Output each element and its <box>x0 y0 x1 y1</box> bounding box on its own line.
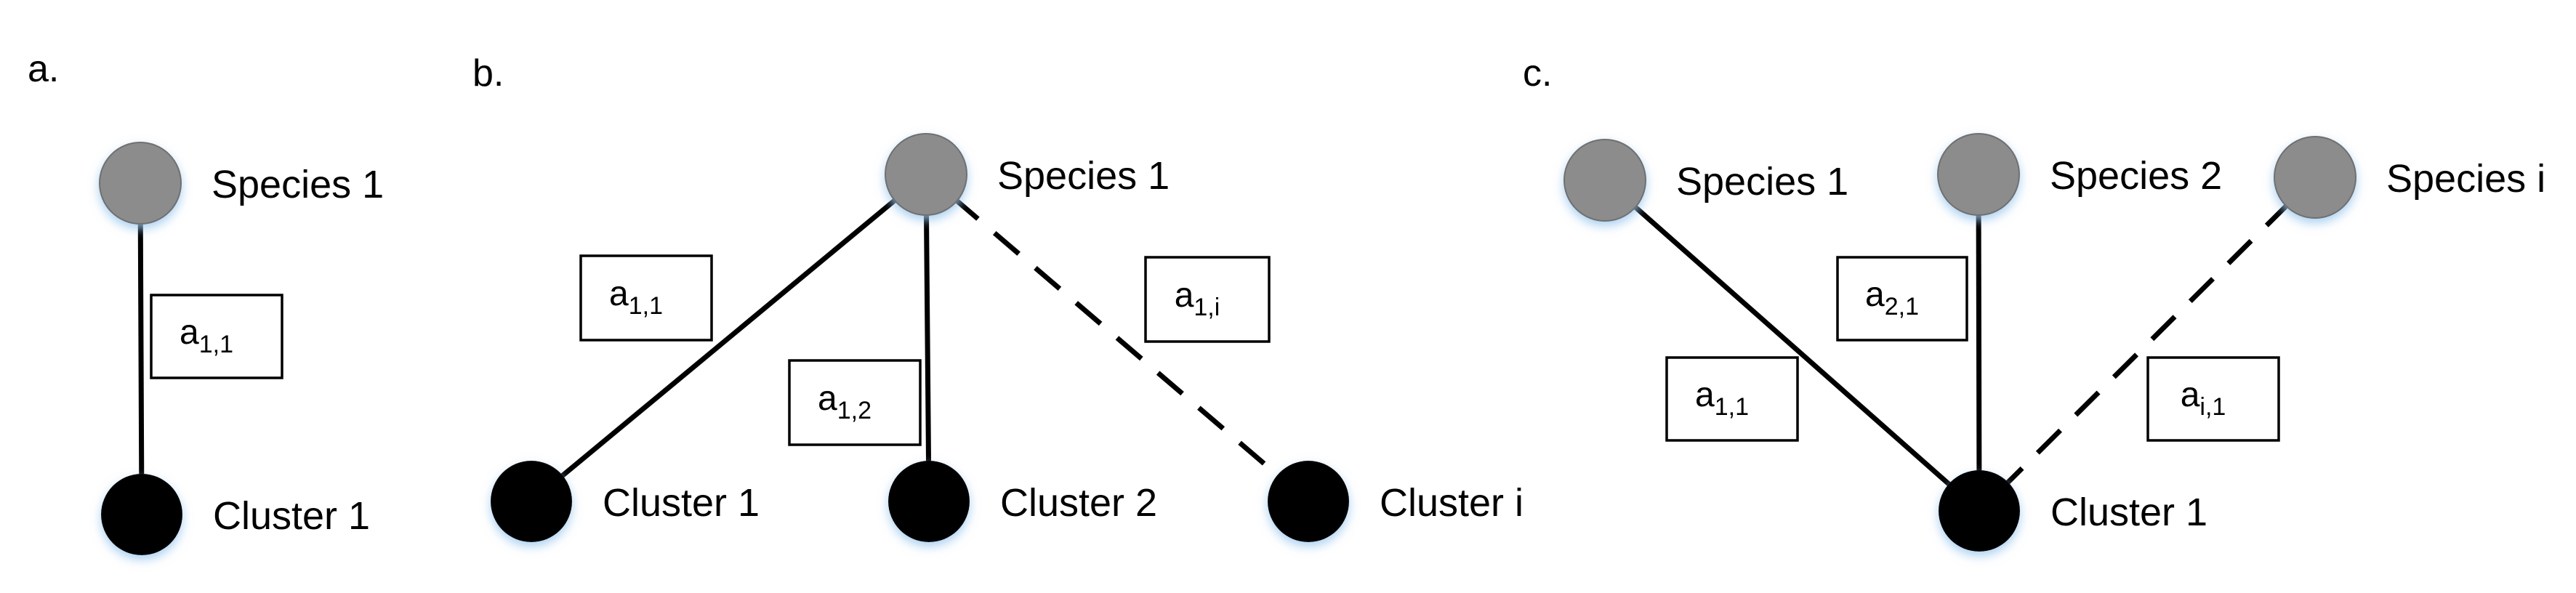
panel-c-edge-s1-c1 <box>1630 202 1954 489</box>
edge-weight-box <box>1836 256 1968 342</box>
panel-c-label: c. <box>1523 52 1552 94</box>
edge-weight-text: a1,2 <box>818 379 872 424</box>
edge-weight-text: a1,1 <box>609 275 663 320</box>
panel-b-edge-s1-ci <box>951 195 1283 480</box>
panel-b-species-label-s1: Species 1 <box>997 154 1170 198</box>
panel-c-species-node-s1 <box>1563 139 1646 222</box>
panel-c-edge-si-c1 <box>2003 201 2291 488</box>
panel-c-species-label-s2: Species 2 <box>2050 154 2222 198</box>
edge-weight-box <box>1665 356 1799 442</box>
edge-weight-text: a1,i <box>1175 276 1220 321</box>
panel-b-edge-weight-label: a1,i <box>1144 256 1271 343</box>
panel-b-cluster-node-ci <box>1268 461 1349 542</box>
panel-b-cluster-label-ci: Cluster i <box>1380 481 1524 525</box>
panel-c-cluster-label-c1: Cluster 1 <box>2050 491 2207 534</box>
panel-c-edge-weight-label: a1,1 <box>1665 356 1799 442</box>
edge-weight-box <box>1144 256 1271 343</box>
panel-c-species-node-si <box>2274 136 2356 219</box>
edge-weight-text: a2,1 <box>1865 275 1919 320</box>
panel-b-edge-s1-c1 <box>558 195 900 480</box>
panel-a-species-node-s1 <box>99 142 182 225</box>
panel-a-edge-s1-c1 <box>137 219 145 479</box>
panel-c-species-label-s1: Species 1 <box>1676 160 1848 203</box>
panel-b-edge-s1-c2 <box>923 210 932 466</box>
panel-b-species-node-s1 <box>885 133 967 216</box>
panel-b-cluster-node-c2 <box>888 461 970 542</box>
edge-weight-text: a1,1 <box>180 313 233 358</box>
panel-b-edge-weight-label: a1,1 <box>579 254 713 342</box>
panel-a-cluster-node-c1 <box>101 474 182 555</box>
panel-b-cluster-label-c2: Cluster 2 <box>1000 481 1157 525</box>
edge-weight-box <box>150 294 283 379</box>
panel-c-cluster-node-c1 <box>1939 470 2020 552</box>
panel-c-edge-weight-label: a2,1 <box>1836 256 1968 342</box>
panel-c-edge-weight-label: ai,1 <box>2146 356 2280 442</box>
panel-b-cluster-node-c1 <box>491 461 572 542</box>
panel-a-cluster-label-c1: Cluster 1 <box>213 494 370 538</box>
edge-weight-text: a1,1 <box>1695 376 1749 421</box>
panel-b-cluster-label-c1: Cluster 1 <box>603 481 760 525</box>
edge-weight-box <box>2146 356 2280 442</box>
edge-weight-box <box>788 359 922 446</box>
edge-weight-box <box>579 254 713 342</box>
panel-b-label: b. <box>472 52 504 94</box>
edge-weight-text: ai,1 <box>2181 376 2226 421</box>
panel-b-edge-weight-label: a1,2 <box>788 359 922 446</box>
panel-a-species-label-s1: Species 1 <box>212 163 384 206</box>
panel-c-species-label-si: Species i <box>2386 157 2545 201</box>
panel-a-edge-weight-label: a1,1 <box>150 294 283 379</box>
panel-c-species-node-s2 <box>1937 133 2020 216</box>
panel-a-label: a. <box>28 48 59 90</box>
